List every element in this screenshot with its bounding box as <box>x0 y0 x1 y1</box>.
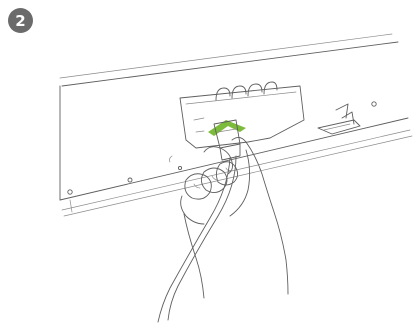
insert-direction-arrow <box>208 120 246 136</box>
cable <box>158 156 236 322</box>
side-clip <box>318 104 360 134</box>
